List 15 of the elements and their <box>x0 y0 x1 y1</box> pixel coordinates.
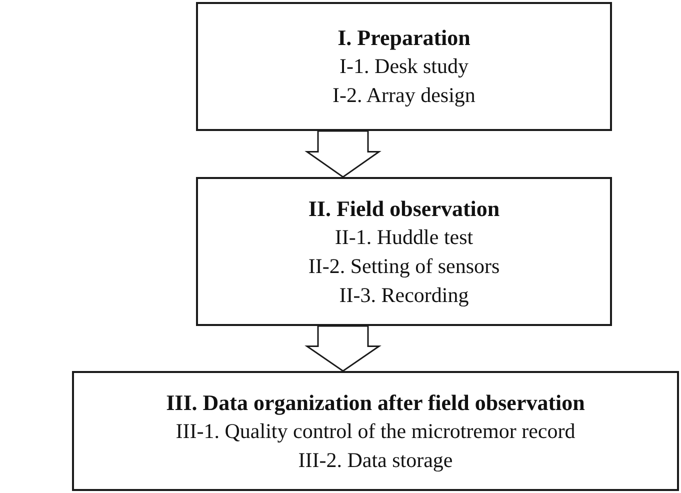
process-box <box>72 371 679 491</box>
step-item: II-3. Recording <box>339 282 469 308</box>
step-heading: II. Field observation <box>308 194 500 222</box>
step-item: II-2. Setting of sensors <box>308 252 500 280</box>
step-item: I-2. Array design <box>332 82 476 109</box>
hollow-arrow <box>304 325 382 372</box>
step-item: III-1. Quality control of the microtremor record <box>176 418 576 444</box>
step-item: II-1. Huddle test <box>334 224 474 250</box>
step-heading: I. Preparation <box>338 24 470 52</box>
process-box <box>196 2 612 131</box>
hollow-arrow <box>304 130 382 178</box>
process-box <box>196 177 612 326</box>
step-heading: III. Data organization after field observation <box>166 388 585 416</box>
step-item: I-1. Desk study <box>340 53 468 80</box>
step-item: III-2. Data storage <box>298 446 453 474</box>
